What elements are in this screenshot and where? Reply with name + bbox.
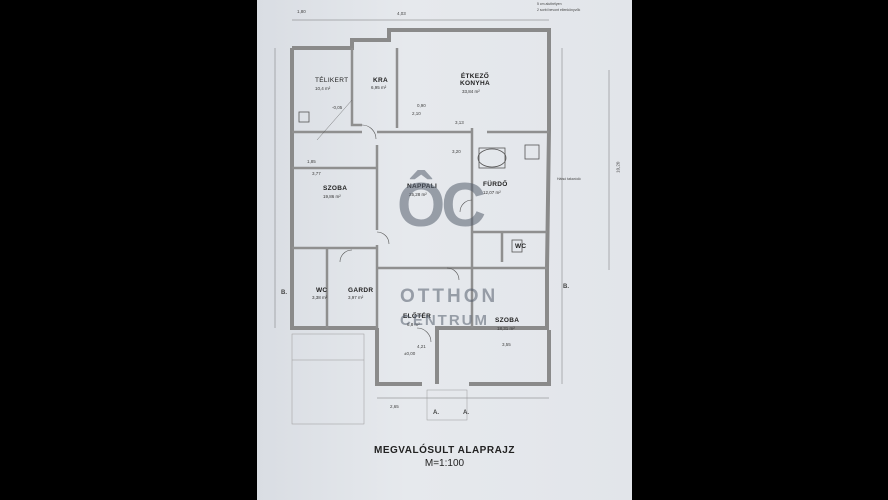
dim-szoba-door: 1,85	[307, 159, 316, 164]
room-furdo-area: 12,07 m²	[483, 190, 501, 195]
dim-door-90: 0,90	[417, 103, 426, 108]
dim-top-left: 1,80	[297, 9, 306, 14]
room-nappali-area: 25,28 m²	[409, 192, 427, 197]
room-kra-area: 6,95 m²	[371, 85, 387, 90]
room-szoba-1-area: 19,86 m²	[323, 194, 341, 199]
watermark-line2: CENTRUM	[400, 312, 489, 329]
plan-caption: MEGVALÓSULT ALAPRAJZ M=1:100	[257, 445, 632, 469]
watermark-line1: OTTHON	[400, 286, 499, 307]
stairs-terrace	[291, 333, 468, 425]
room-szoba-2-label: SZOBA	[495, 317, 520, 324]
plan-scale: M=1:100	[424, 458, 465, 469]
room-szoba-2-area: 18,31 m²	[497, 326, 515, 331]
room-nappali-label: NAPPALI	[407, 183, 438, 190]
dim-entrance: 2,65	[390, 404, 399, 409]
room-kra-label: KRA	[373, 77, 388, 84]
note-side: Hátsó takaródó	[557, 177, 581, 181]
note-top-right-1: 5 cm aluthélyen	[537, 2, 562, 6]
floor-plan-drawing	[274, 19, 610, 425]
room-gardrob-area: 3,97 m²	[348, 295, 364, 300]
dim-szoba-w: 3,77	[312, 171, 321, 176]
room-wc-area: 3,38 m²	[312, 295, 328, 300]
room-eloter-area: 6,8 m²	[407, 322, 420, 327]
room-szoba-1-label: SZOBA	[323, 185, 348, 192]
watermark-logo: ÔC	[397, 171, 486, 240]
section-mark-bottom-right: A.	[463, 410, 469, 416]
room-eloter-label: ELŐTÉR	[403, 313, 432, 320]
dim-kitchen: 3,13	[455, 120, 464, 125]
section-mark-right: B.	[563, 284, 569, 290]
room-telikert-area: 10,4 m²	[315, 86, 331, 91]
doors	[339, 124, 473, 343]
dim-szoba2-w: 3,55	[502, 342, 511, 347]
floor-plan-sheet: TÉLIKERT 10,4 m² KRA 6,95 m² ÉTKEZŐ KONY…	[257, 0, 632, 500]
interior-walls	[292, 48, 549, 328]
plan-title: MEGVALÓSULT ALAPRAJZ	[374, 445, 515, 456]
dim-kra-door: 2,10	[412, 111, 421, 116]
section-mark-left: B.	[281, 290, 287, 296]
dimension-lines	[274, 19, 610, 399]
dim-top-mid: 4,03	[397, 11, 406, 16]
note-top-right-2: 2 sorbi bevont ellenkönyvők	[537, 8, 581, 12]
room-furdo-label: FÜRDŐ	[483, 181, 508, 188]
room-wc-2-label: WC	[515, 243, 527, 250]
room-etkezo-konyha-label: ÉTKEZŐ KONYHA	[460, 73, 490, 87]
room-wc-label: WC	[316, 287, 328, 294]
room-etkezo-konyha-area: 33,84 m²	[462, 89, 480, 94]
dim-total-height: 10,20	[615, 161, 621, 173]
room-telikert-label: TÉLIKERT	[315, 77, 349, 84]
dim-level-minus: -0,05	[332, 105, 343, 110]
dim-level-zero: ±0,00	[404, 351, 416, 356]
section-mark-bottom-left: A.	[433, 410, 439, 416]
exterior-walls	[290, 28, 551, 386]
room-gardrob-label: GARDR	[348, 287, 374, 294]
dim-eloter-w: 4,21	[417, 344, 426, 349]
dim-hall: 3,20	[452, 149, 461, 154]
fixtures	[298, 111, 540, 253]
